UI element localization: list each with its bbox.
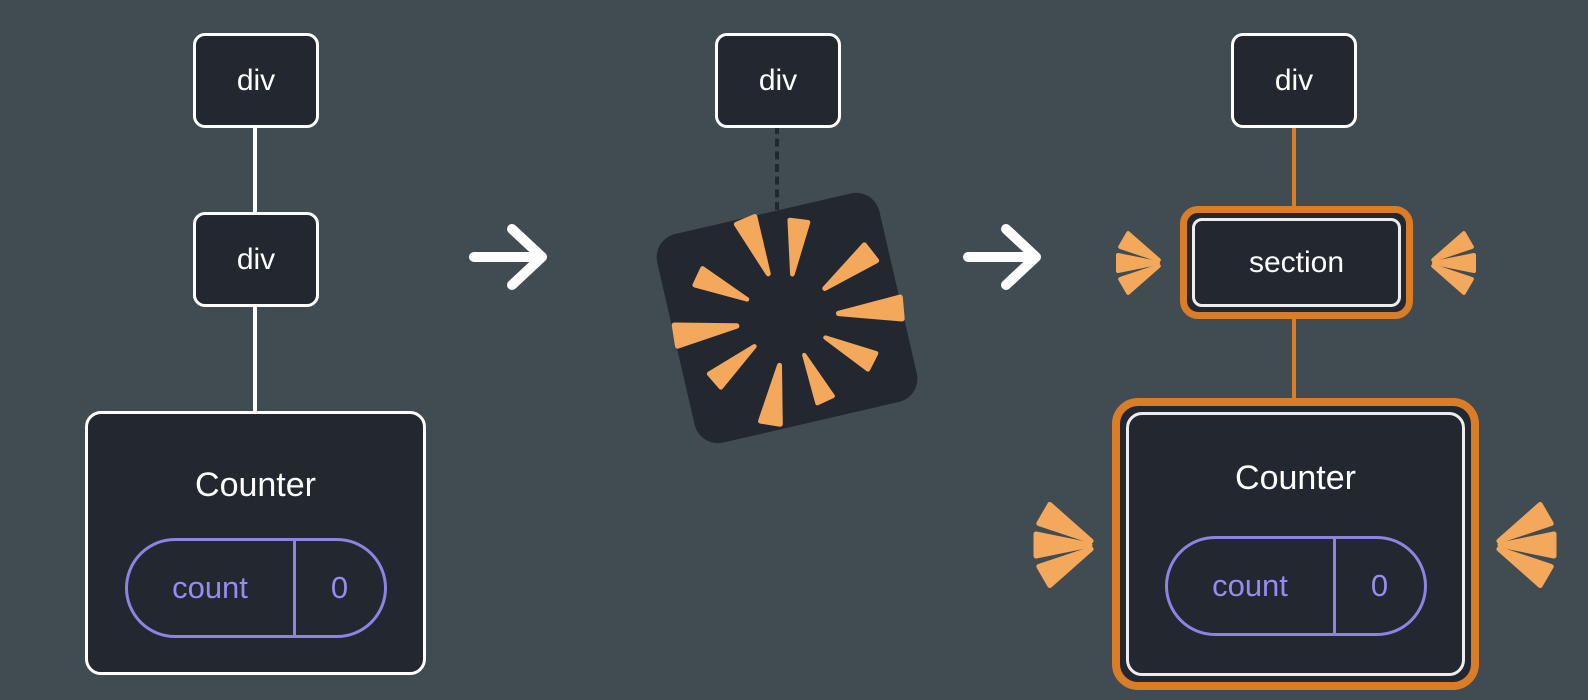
right-arrow-icon [469, 224, 547, 290]
counter-component: Counter count 0 [1126, 412, 1465, 676]
counter-component: Counter count 0 [85, 411, 426, 675]
state-value: 0 [330, 570, 349, 605]
explosion-icon [656, 192, 918, 444]
tree-edge [253, 305, 257, 413]
node-label: div [236, 63, 276, 97]
tree-node-div-root: div [1231, 33, 1357, 128]
tree-edge [253, 126, 257, 214]
node-label: div [236, 242, 276, 276]
counter-component-highlight: Counter count 0 [1112, 398, 1479, 690]
node-label: div [758, 63, 798, 97]
tree-edge-highlighted [1292, 317, 1296, 401]
right-arrow-icon [963, 224, 1041, 290]
state-key: count [1168, 539, 1336, 633]
component-name: Counter [195, 466, 316, 504]
section-node-highlight: section [1180, 206, 1413, 319]
tree-node-div-child: div [193, 212, 319, 307]
dashed-tree-edge [775, 126, 779, 210]
node-label: div [1274, 63, 1314, 97]
node-label: section [1248, 245, 1345, 279]
tree-node-section: section [1192, 218, 1401, 307]
tree-node-div-root: div [193, 33, 319, 128]
state-value: 0 [1370, 568, 1389, 603]
state-pill: count 0 [124, 538, 387, 638]
state-key: count [128, 541, 296, 635]
component-name: Counter [1235, 459, 1356, 497]
state-pill: count 0 [1164, 536, 1427, 636]
tree-edge-highlighted [1292, 126, 1296, 208]
tree-node-div-root: div [715, 33, 841, 128]
